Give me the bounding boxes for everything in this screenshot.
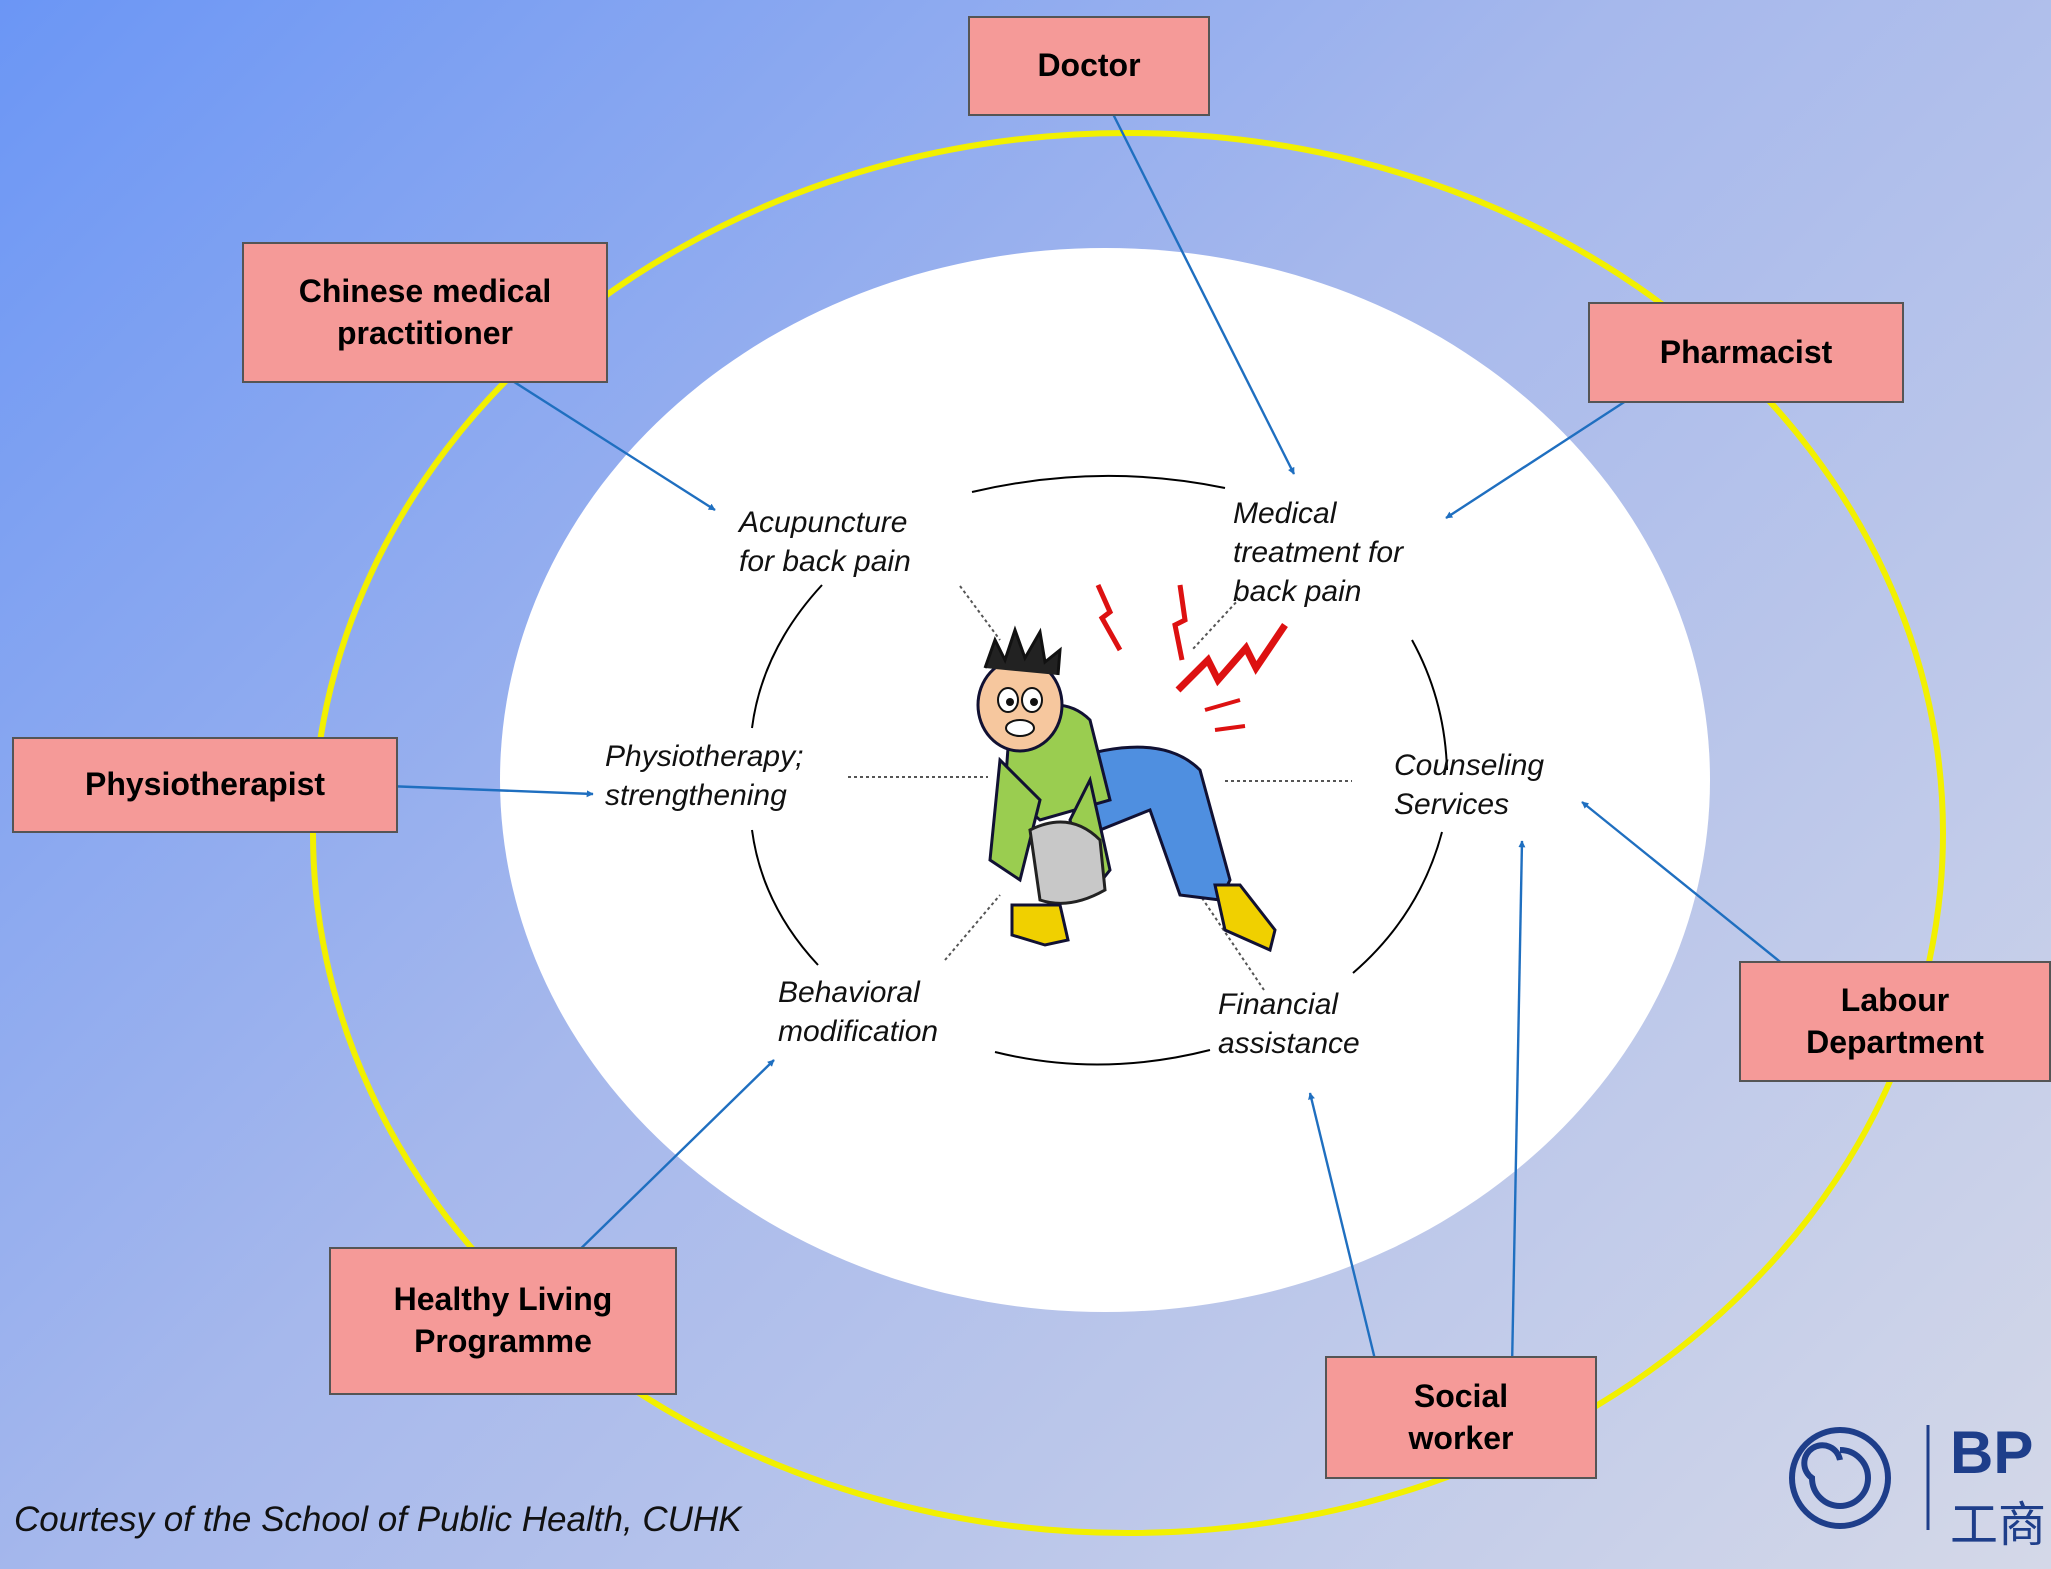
- connector-social-counseling: [1508, 840, 1526, 1369]
- arc-upper-left: [751, 584, 823, 729]
- connector-physiotherapist: [386, 782, 594, 798]
- arc-bottom: [994, 1049, 1211, 1066]
- logo-swirl-icon: [1789, 1425, 1930, 1530]
- logo-subtext: 工商: [1950, 1499, 2047, 1552]
- service-acupuncture: Acupuncture for back pain: [739, 506, 911, 578]
- dotted-spokes: [848, 585, 1352, 991]
- arc-top: [971, 474, 1226, 493]
- provider-social-worker: Social worker: [1325, 1356, 1597, 1479]
- service-medical-treatment: Medical treatment for back pain: [1233, 497, 1404, 608]
- provider-chinese-medical-practitioner: Chinese medical practitioner: [242, 242, 608, 383]
- connector-pharmacist: [1445, 382, 1653, 520]
- arc-lower-left: [751, 829, 819, 966]
- service-behavioral: Behavioral modification: [778, 976, 939, 1048]
- provider-labour-department: Labour Department: [1739, 961, 2051, 1082]
- connector-healthy-living: [564, 1059, 775, 1265]
- provider-doctor: Doctor: [968, 16, 1210, 116]
- back-pain-figure: [976, 583, 1288, 953]
- arc-upper-right: [1411, 639, 1448, 771]
- service-physiotherapy: Physiotherapy; strengthening: [605, 740, 804, 812]
- inner-circle-arcs: [751, 474, 1448, 1066]
- service-financial: Financial assistance: [1218, 988, 1360, 1060]
- arc-lower-right: [1352, 831, 1443, 974]
- provider-healthy-living-programme: Healthy Living Programme: [329, 1247, 677, 1395]
- connector-doctor: [1108, 107, 1296, 475]
- connector-labour: [1581, 801, 1816, 991]
- credit-text: Courtesy of the School of Public Health,…: [14, 1500, 742, 1539]
- provider-pharmacist: Pharmacist: [1588, 302, 1904, 403]
- connector-social-financial: [1308, 1092, 1382, 1381]
- spoke-acupuncture: [959, 585, 1001, 641]
- connectors: [386, 107, 1816, 1381]
- service-counseling: Counseling Services: [1394, 749, 1545, 821]
- spoke-financial: [1199, 894, 1265, 991]
- provider-physiotherapist: Physiotherapist: [12, 737, 398, 833]
- spoke-behavioral: [944, 894, 1001, 961]
- logo-text: BP: [1950, 1419, 2034, 1486]
